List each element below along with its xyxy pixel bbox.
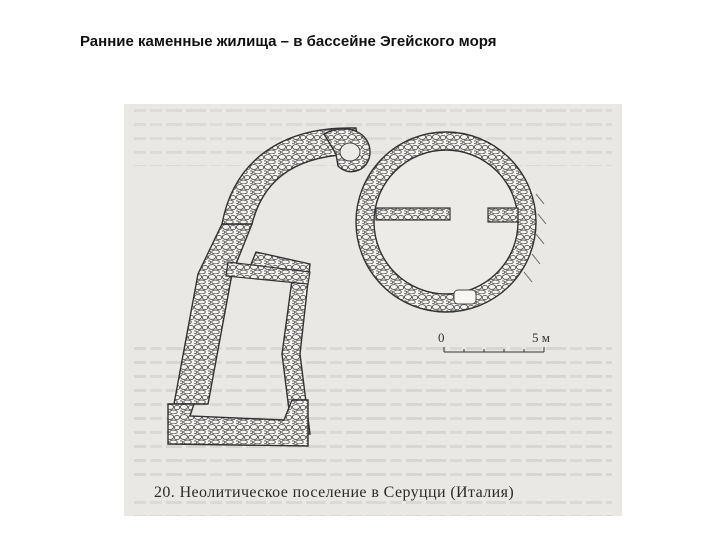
scanned-figure: 0 5 м 20. Неолитическое поселение в Серу…	[124, 104, 622, 516]
rectangular-house	[167, 127, 361, 447]
scale-bar	[443, 347, 545, 353]
slide-title: Ранние каменные жилища – в бассейне Эгей…	[80, 33, 497, 50]
circular-hut	[355, 131, 547, 313]
small-chamber	[323, 128, 371, 173]
settlement-plan	[134, 106, 612, 516]
scale-start-label: 0	[438, 330, 445, 345]
figure-caption: 20. Неолитическое поселение в Серуцци (И…	[154, 484, 515, 501]
scale-end-label: 5 м	[532, 330, 550, 345]
